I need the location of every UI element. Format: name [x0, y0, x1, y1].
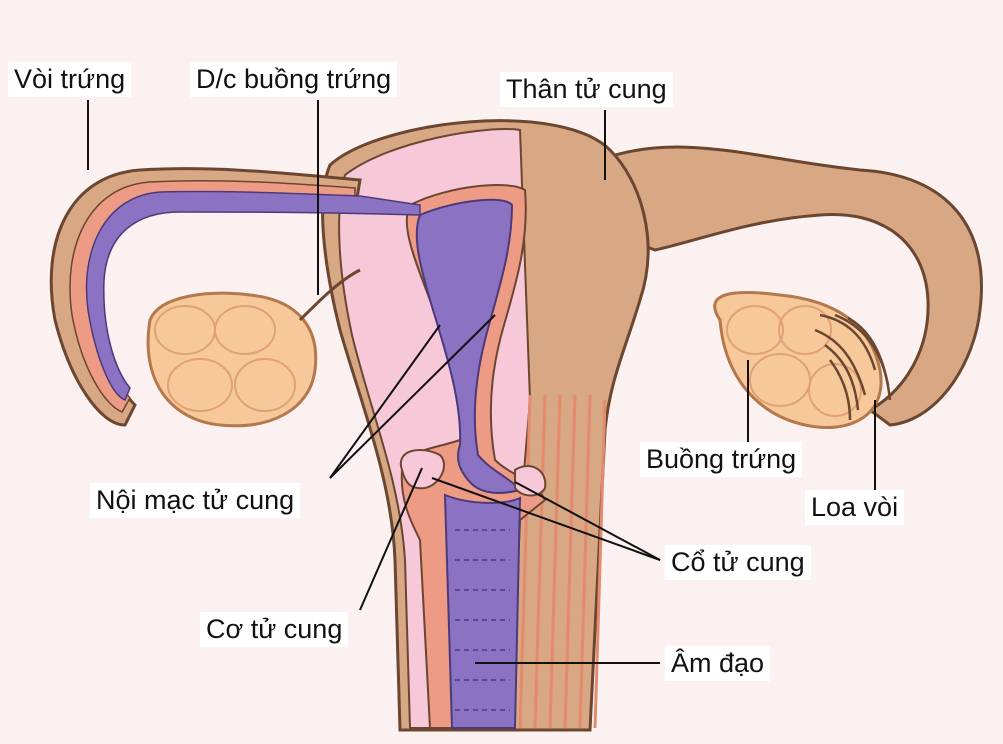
- label-ovary: Buồng trứng: [640, 442, 802, 477]
- label-oviduct: Vòi trứng: [8, 62, 131, 97]
- label-uterus-body: Thân tử cung: [500, 72, 673, 107]
- label-cervix: Cổ tử cung: [665, 545, 811, 580]
- label-endometrium: Nội mạc tử cung: [90, 483, 300, 518]
- label-ovarian-ligament: D/c buồng trứng: [190, 62, 397, 97]
- label-fimbriae: Loa vòi: [805, 490, 904, 525]
- label-vagina: Âm đạo: [665, 646, 770, 681]
- left-ovary: [148, 293, 316, 425]
- label-myometrium: Cơ tử cung: [200, 612, 348, 647]
